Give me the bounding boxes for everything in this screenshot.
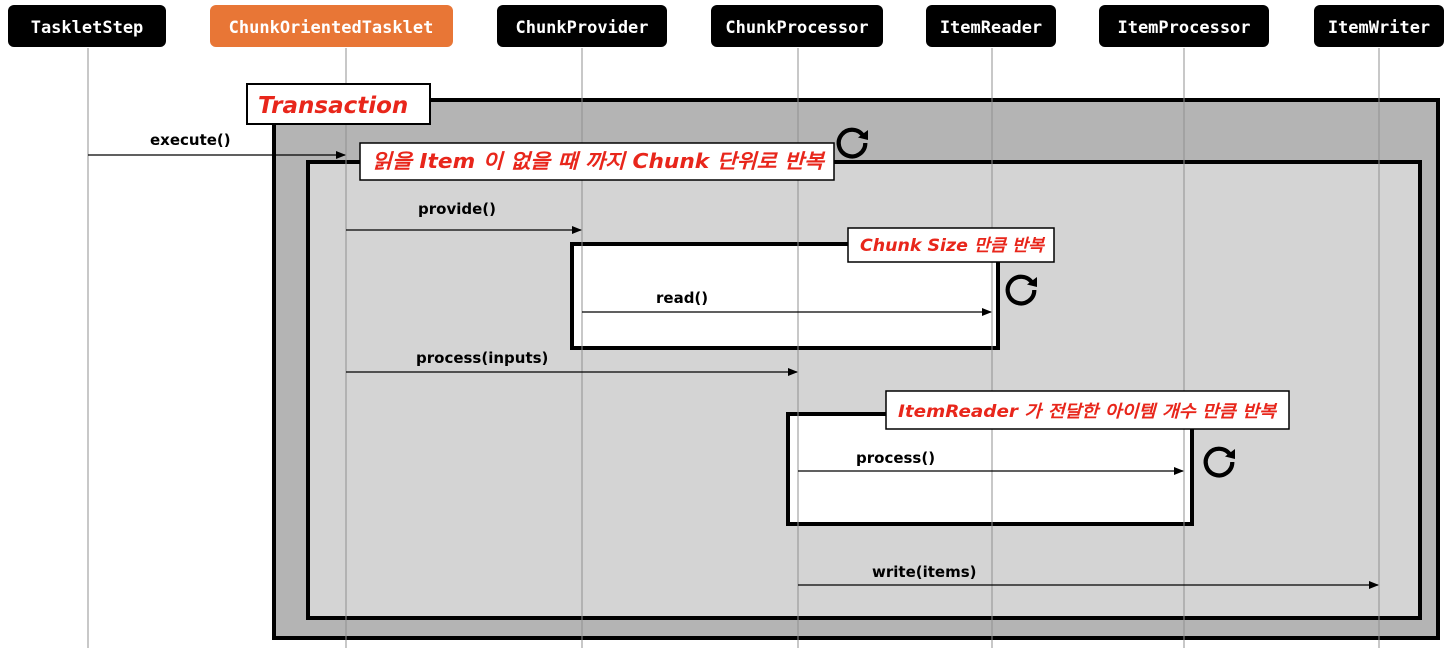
participant-itemwriter-box [1314,5,1444,47]
message-write: write(items) [798,563,1379,589]
message-execute-label: execute() [150,131,231,149]
participant-itemreader-label: ItemReader [940,18,1042,38]
message-read: read() [582,289,992,316]
participant-chunkorientedtasklet-label: ChunkOrientedTasklet [229,18,434,38]
message-process-label: process() [856,449,935,467]
message-process-inputs-label: process(inputs) [416,349,548,367]
participant-chunkorientedtasklet-box [210,5,453,47]
participant-itemprocessor-label: ItemProcessor [1117,18,1250,38]
message-execute: execute() [88,131,346,159]
process-loop-label: ItemReader 가 전달한 아이템 개수 만큼 반복 [898,402,1277,422]
message-read-label: read() [656,289,708,307]
message-write-label: write(items) [872,563,977,581]
participant-chunkprocessor-label: ChunkProcessor [725,18,868,38]
participant-itemwriter-label: ItemWriter [1328,18,1430,38]
message-process: process() [798,449,1184,475]
read-loop-label-box: Chunk Size 만큼 반복 [847,227,1055,263]
participants: TaskletStep ChunkOrientedTasklet ChunkPr… [8,5,1444,47]
participant-chunkprocessor-box [711,5,883,47]
process-loop-label-box: ItemReader 가 전달한 아이템 개수 만큼 반복 [885,390,1290,430]
process-loop-frame [786,412,1194,526]
message-provide-label: provide() [418,200,496,218]
participant-itemreader: ItemReader [926,5,1056,47]
chunk-loop-label-box: 읽을 Item 이 없을 때 까지 Chunk 단위로 반복 [359,142,835,181]
participant-taskletstep-box [8,5,166,47]
chunk-loop-label: 읽을 Item 이 없을 때 까지 Chunk 단위로 반복 [372,149,826,173]
participant-taskletstep-label: TaskletStep [31,18,144,38]
participant-chunkprovider: ChunkProvider [497,5,667,47]
participant-chunkprovider-label: ChunkProvider [515,18,648,38]
participant-taskletstep: TaskletStep [8,5,166,47]
message-provide: provide() [346,200,582,234]
participant-chunkprovider-box [497,5,667,47]
participant-itemreader-box [926,5,1056,47]
participant-chunkprocessor: ChunkProcessor [711,5,883,47]
message-process-inputs: process(inputs) [346,349,798,376]
participant-itemprocessor: ItemProcessor [1099,5,1269,47]
read-loop-label: Chunk Size 만큼 반복 [860,236,1045,256]
participant-chunkorientedtasklet: ChunkOrientedTasklet [210,5,453,47]
participant-itemprocessor-box [1099,5,1269,47]
participant-itemwriter: ItemWriter [1314,5,1444,47]
transaction-label-box: Transaction [246,83,431,125]
transaction-label: Transaction [258,93,408,119]
